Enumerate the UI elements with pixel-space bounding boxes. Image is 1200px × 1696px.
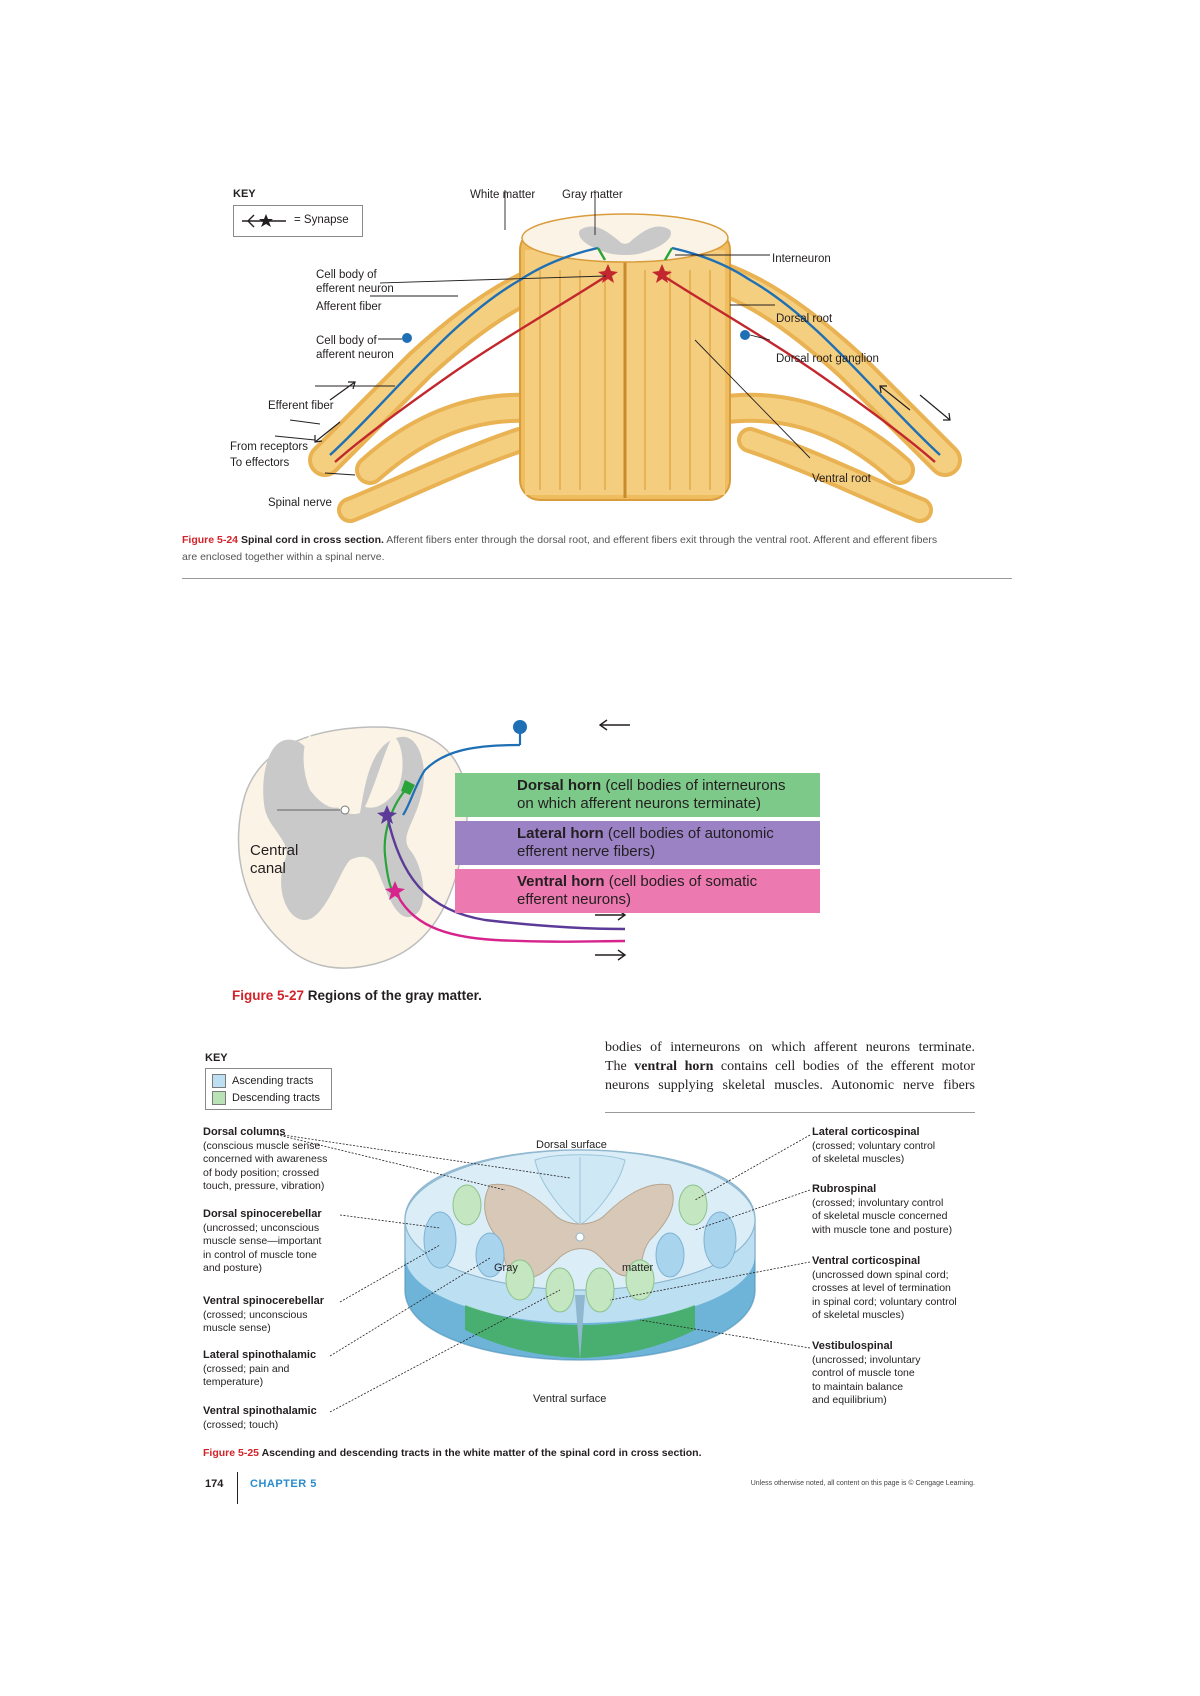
label-dorsal-surface: Dorsal surface [536, 1139, 607, 1151]
key-ascending-item: Ascending tracts [212, 1074, 313, 1089]
somatic-efferent-path [393, 889, 626, 943]
fig24-caption-title: Spinal cord in cross section. [240, 534, 384, 546]
tract-dorsal-columns: Dorsal columns (conscious muscle sense c… [203, 1126, 328, 1192]
descending-swatch [212, 1091, 226, 1106]
tract-ventral-spinocerebellar: Ventral spinocerebellar (crossed; uncons… [203, 1295, 325, 1334]
afferent-fiber-right [671, 246, 941, 456]
fig24-rule [182, 578, 1012, 579]
gray-matter-face [579, 226, 671, 255]
ventral-horn-cell-icon [385, 881, 405, 900]
synapse-icon [242, 214, 286, 228]
fig25-caption-number: Figure 5-25 [203, 1447, 260, 1459]
label-interneuron: Interneuron [772, 253, 831, 265]
label-from-receptors: From receptors [230, 441, 308, 453]
footer-divider [237, 1472, 238, 1504]
body-text-line-2: The ventral horn contains cell bodies of… [605, 1059, 975, 1074]
dorsal-spinocerebellar-oval [423, 1211, 457, 1269]
fig24-caption-text-2: are enclosed together within a spinal ne… [182, 551, 385, 563]
fig25-caption: Figure 5-25 Ascending and descending tra… [203, 1447, 701, 1459]
label-cell-body-efferent-2: efferent neuron [316, 283, 394, 295]
lateral-horn-cell-icon [377, 805, 397, 824]
spinal-cord-cross-section-diagram [274, 190, 962, 523]
interneuron-left [596, 247, 607, 261]
dorsal-root-ganglion-right [740, 330, 750, 340]
afferent-neuron-path [402, 743, 521, 816]
label-gray: Gray [494, 1262, 518, 1274]
efferent-fiber-left [334, 273, 609, 463]
fig25-key-title: KEY [205, 1052, 228, 1064]
ascending-swatch [212, 1074, 226, 1089]
efferent-cell-body-right [652, 264, 672, 283]
page-number: 174 [205, 1478, 224, 1490]
tract-lateral-spinothalamic: Lateral spinothalamic (crossed; pain and… [203, 1349, 317, 1388]
tract-ventral-corticospinal: Ventral corticospinal (uncrossed down sp… [812, 1255, 957, 1321]
body-text-rule [605, 1112, 975, 1113]
fig25-caption-title: Ascending and descending tracts in the w… [261, 1447, 702, 1459]
fig24-caption-number: Figure 5-24 [182, 534, 239, 546]
synapse-key-label: = Synapse [294, 214, 349, 226]
lateral-corticospinal-oval [452, 1184, 482, 1226]
interneuron-path [383, 784, 411, 896]
interneuron-right [663, 247, 674, 261]
label-dorsal-root: Dorsal root [776, 313, 833, 325]
label-spinal-nerve: Spinal nerve [268, 497, 332, 509]
label-matter: matter [622, 1262, 654, 1274]
tract-lateral-corticospinal: Lateral corticospinal (crossed; voluntar… [812, 1126, 936, 1165]
interneuron-cell-body-icon [401, 780, 415, 795]
gray-matter-regions-diagram [237, 719, 630, 969]
label-central-canal-2: canal [250, 860, 286, 877]
label-gray-matter: Gray matter [562, 189, 623, 201]
label-ventral-root: Ventral root [812, 473, 871, 485]
label-cell-body-afferent-1: Cell body of [316, 335, 377, 347]
efferent-cell-body-left [598, 264, 618, 283]
dorsal-horn-text: Dorsal horn (cell bodies of interneurons… [517, 777, 786, 812]
efferent-fiber-right [661, 273, 936, 463]
fig27-caption: Figure 5-27 Regions of the gray matter. [232, 988, 482, 1003]
ventral-corticospinal-oval [545, 1267, 575, 1313]
label-efferent-fiber: Efferent fiber [268, 400, 334, 412]
label-cell-body-efferent-1: Cell body of [316, 269, 377, 281]
label-dorsal-root-ganglion: Dorsal root ganglion [776, 353, 879, 365]
afferent-fiber-left [329, 246, 599, 456]
fig24-caption-text-1: Afferent fibers enter through the dorsal… [386, 534, 938, 546]
tract-dorsal-spinocerebellar: Dorsal spinocerebellar (uncrossed; uncon… [203, 1208, 322, 1274]
afferent-cell-body-icon [513, 720, 527, 734]
body-text-line-3: neurons supplying skeletal muscles. Auto… [605, 1078, 975, 1093]
fig25-key-box: Ascending tracts Descending tracts [205, 1068, 332, 1110]
label-white-matter: White matter [470, 189, 536, 201]
dorsal-horn-band: Dorsal horn (cell bodies of interneurons… [455, 773, 820, 817]
white-matter-tracts-diagram [404, 1149, 756, 1361]
label-central-canal-1: Central [250, 842, 299, 859]
label-afferent-fiber: Afferent fiber [316, 301, 382, 313]
fig24-caption: Figure 5-24 Spinal cord in cross section… [182, 532, 1012, 566]
horn-legend: Dorsal horn (cell bodies of interneurons… [455, 773, 820, 915]
tract-vestibulospinal: Vestibulospinal (uncrossed; involuntary … [812, 1340, 921, 1406]
fig27-caption-title: Regions of the gray matter. [307, 988, 482, 1003]
fig24-key-box: = Synapse [233, 205, 363, 237]
label-ventral-surface: Ventral surface [533, 1393, 607, 1405]
tract-ventral-spinothalamic: Ventral spinothalamic (crossed; touch) [203, 1405, 317, 1431]
key-descending-item: Descending tracts [212, 1091, 320, 1106]
body-text-line-1: bodies of interneurons on which afferent… [605, 1040, 975, 1055]
fig24-key-title: KEY [233, 188, 256, 200]
dorsal-root-ganglion-left [402, 333, 412, 343]
autonomic-efferent-path [385, 814, 626, 931]
central-canal-dot [340, 805, 350, 815]
tract-rubrospinal: Rubrospinal (crossed; involuntary contro… [812, 1183, 953, 1236]
fig27-caption-number: Figure 5-27 [232, 988, 305, 1003]
copyright-credit: Unless otherwise noted, all content on t… [750, 1480, 975, 1487]
label-to-effectors: To effectors [230, 457, 290, 469]
label-cell-body-afferent-2: afferent neuron [316, 349, 394, 361]
chapter-label: CHAPTER 5 [250, 1478, 317, 1490]
